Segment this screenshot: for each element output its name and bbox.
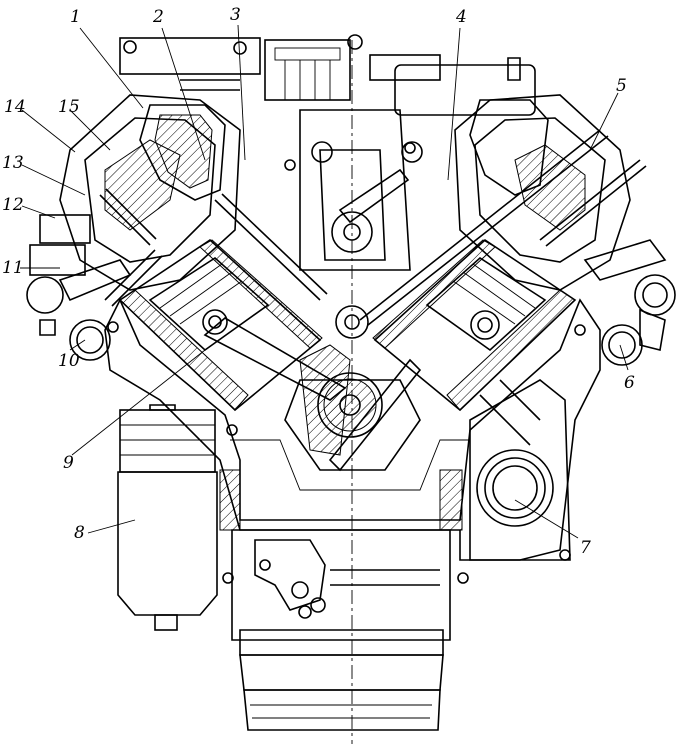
callout-13: 13 <box>2 153 24 173</box>
callout-7: 7 <box>580 538 591 558</box>
left-cylinder-head <box>59 94 241 291</box>
right-cylinder-bank <box>359 129 647 412</box>
leader-3 <box>237 24 246 161</box>
leader-15 <box>69 109 111 151</box>
callout-11: 11 <box>2 258 24 278</box>
fuel-pump-assembly <box>119 34 536 116</box>
leader-4 <box>447 27 461 181</box>
leader-12 <box>21 205 56 219</box>
crankcase <box>104 298 601 561</box>
leader-14 <box>21 109 76 153</box>
callout-9: 9 <box>63 453 74 473</box>
leader-13 <box>21 164 86 196</box>
leader-1 <box>79 27 144 109</box>
leader-5 <box>589 92 619 151</box>
callout-1: 1 <box>70 7 81 27</box>
callout-8: 8 <box>74 523 85 543</box>
leader-8 <box>87 519 136 534</box>
leader-10 <box>69 339 86 351</box>
callout-2: 2 <box>152 7 164 27</box>
leader-7 <box>514 499 579 539</box>
callout-14: 14 <box>4 97 26 117</box>
central-crank-area <box>284 109 423 472</box>
callout-6: 6 <box>624 373 635 393</box>
leader-9 <box>71 349 206 456</box>
callout-12: 12 <box>2 195 24 215</box>
leader-6 <box>619 344 629 371</box>
callout-3: 3 <box>230 5 241 25</box>
callout-4: 4 <box>455 7 467 27</box>
right-cylinder-head <box>454 94 631 291</box>
left-cylinder-bank <box>118 238 347 412</box>
oil-pan <box>231 529 451 731</box>
engine-body <box>26 34 676 744</box>
right-accessories <box>583 239 676 366</box>
callout-5: 5 <box>616 76 627 96</box>
callout-15: 15 <box>58 97 80 117</box>
leader-lines <box>20 24 629 539</box>
oil-filter <box>117 404 218 631</box>
callout-labels: 1 2 3 4 5 6 7 8 9 10 11 12 13 14 15 <box>2 5 635 558</box>
callout-10: 10 <box>58 351 80 371</box>
leader-2 <box>161 27 206 161</box>
bolt-heads <box>107 142 586 584</box>
left-pushrods <box>99 188 328 301</box>
left-accessories <box>26 214 163 361</box>
